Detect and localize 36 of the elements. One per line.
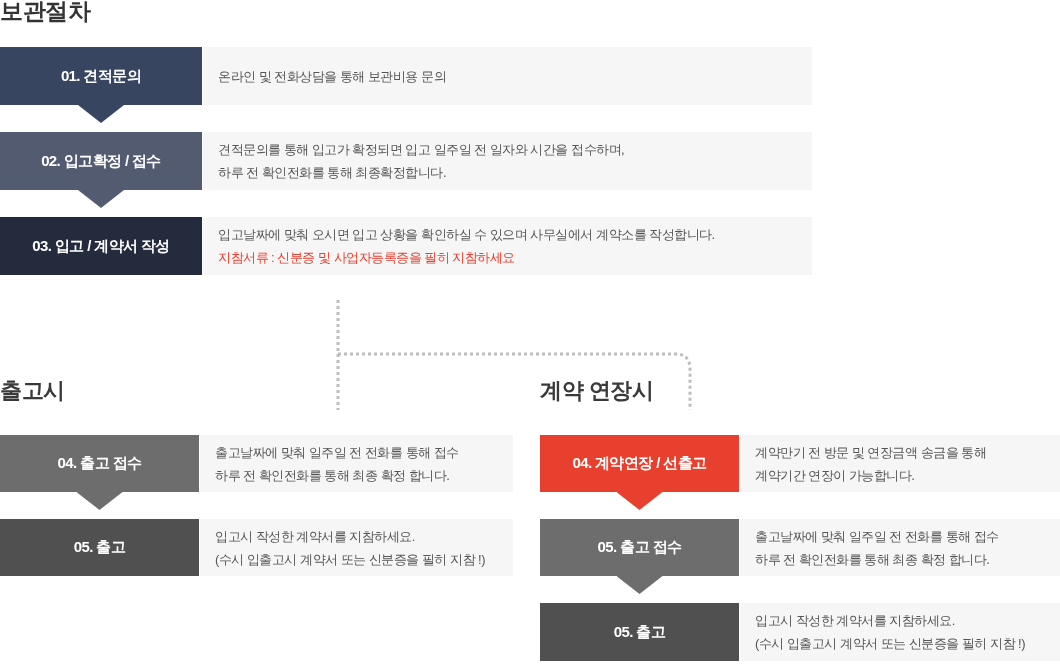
step-label: 03. 입고 / 계약서 작성 xyxy=(32,236,170,256)
step-box xyxy=(0,132,202,190)
description-text: 계약만기 전 방문 및 연장금액 송금을 통해 계약기간 연장이 가능합니다. xyxy=(755,443,987,485)
description-panel xyxy=(740,435,1060,492)
step-label: 05. 출고 xyxy=(73,538,126,557)
description-panel xyxy=(203,217,812,275)
step-label: 04. 계약연장 / 선출고 xyxy=(572,454,707,473)
step-box xyxy=(540,603,739,661)
step-label: 01. 견적문의 xyxy=(60,66,142,86)
page-title: 보관절차 xyxy=(0,0,90,26)
description-text: 온라인 및 전화상담을 통해 보관비용 문의 xyxy=(218,67,447,86)
description-panel xyxy=(203,132,812,190)
description-panel xyxy=(200,519,513,576)
step-box xyxy=(540,519,739,576)
section-heading: 계약 연장시 xyxy=(540,377,654,405)
step-box xyxy=(0,435,199,492)
step-box xyxy=(0,519,199,576)
description-panel xyxy=(203,47,812,105)
step-label: 02. 입고확정 / 접수 xyxy=(41,151,161,171)
section-heading: 출고시 xyxy=(0,377,65,405)
step-label: 05. 출고 xyxy=(613,622,666,642)
step-box xyxy=(0,47,202,105)
step-label: 05. 출고 접수 xyxy=(597,538,682,557)
description-text: 입고날짜에 맞춰 오시면 입고 상황을 확인하실 수 있으며 사무실에서 계약소를 작성합니다. xyxy=(218,226,715,244)
step-label: 04. 출고 접수 xyxy=(57,454,142,473)
step-box xyxy=(540,435,739,492)
description-text: 입고시 작성한 계약서를 지참하세요. (수시 입출고시 계약서 또는 신분증을 필히 지참 !) xyxy=(215,527,486,569)
description-panel xyxy=(740,603,1060,661)
description-text: 출고날짜에 맞춰 일주일 전 전화를 통해 접수 하루 전 확인전화를 통해 최종 확정 합니다. xyxy=(215,443,459,485)
description-panel xyxy=(740,519,1060,576)
description-text: 입고시 작성한 계약서를 지참하세요. (수시 입출고시 계약서 또는 신분증을 필히 지참 !) xyxy=(755,612,1026,653)
description-text: 출고날짜에 맞춰 일주일 전 전화를 통해 접수 하루 전 확인전화를 통해 최종 확정 합니다. xyxy=(755,527,999,569)
note-text: 지참서류 : 신분증 및 사업자등록증을 필히 지참하세요 xyxy=(218,249,515,267)
description-text: 견적문의를 통해 입고가 확정되면 입고 일주일 전 일자와 시간을 접수하며, 하루 전 확인전화를 통해 최종확정합니다. xyxy=(218,141,625,182)
description-panel xyxy=(200,435,513,492)
step-box xyxy=(0,217,202,275)
